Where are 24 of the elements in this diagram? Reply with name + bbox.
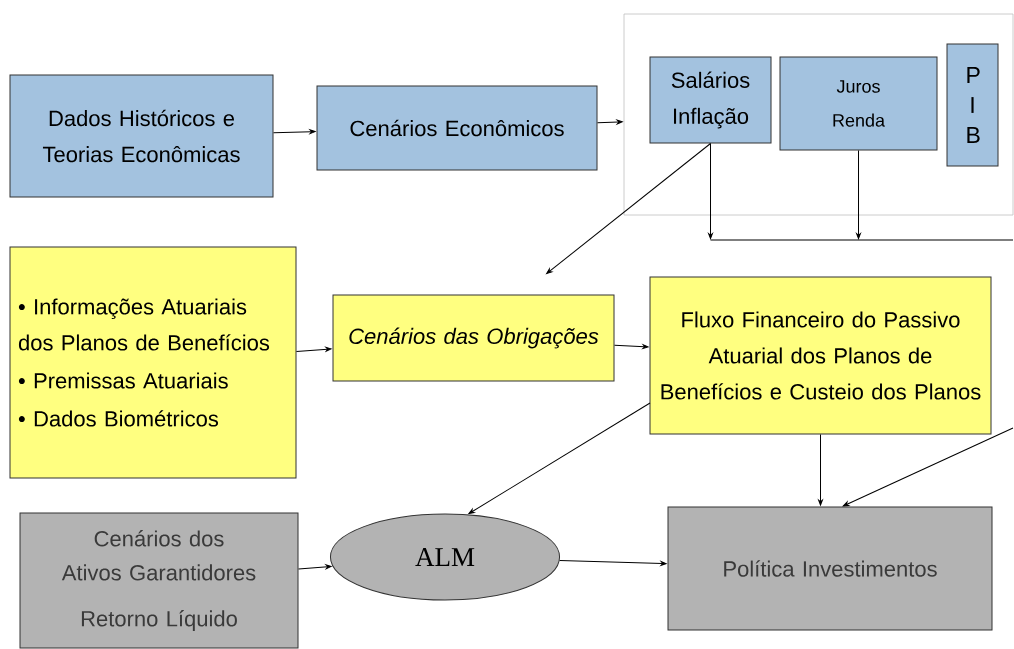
- arrow: [842, 427, 1014, 507]
- arrow: [856, 150, 861, 240]
- arrow: [298, 564, 332, 570]
- process-box: Cenários das Obrigações: [332, 294, 615, 382]
- process-box: Juros Renda: [779, 56, 938, 151]
- arrow: [818, 434, 823, 506]
- arrow: [468, 402, 651, 515]
- process-box: Fluxo Financeiro do Passivo Atuarial dos Planos de Benefícios e Custeio dos Planos: [649, 276, 992, 435]
- arrow: [559, 559, 667, 566]
- process-box: Dados Históricos e Teorias Econômicas: [9, 74, 274, 198]
- ellipse-node: ALM: [329, 513, 561, 601]
- arrow: [708, 143, 713, 240]
- group-frame: [623, 13, 1014, 216]
- arrow: [296, 346, 332, 352]
- process-box: P I B: [946, 43, 999, 167]
- arrow: [597, 119, 623, 125]
- process-box: Salários Inflação: [649, 56, 772, 144]
- arrow: [614, 344, 649, 349]
- process-box: Cenários dos Ativos Garantidores Retorno Líquido: [19, 512, 299, 649]
- process-box: Política Investimentos: [667, 506, 993, 631]
- arrow: [546, 143, 711, 275]
- process-box: Cenários Econômicos: [316, 85, 598, 171]
- bullet-list-box: • Informações Atuariais dos Planos de Benefícios • Premissas Atuariais • Dados Biométricos: [9, 246, 297, 479]
- arrow: [273, 129, 316, 135]
